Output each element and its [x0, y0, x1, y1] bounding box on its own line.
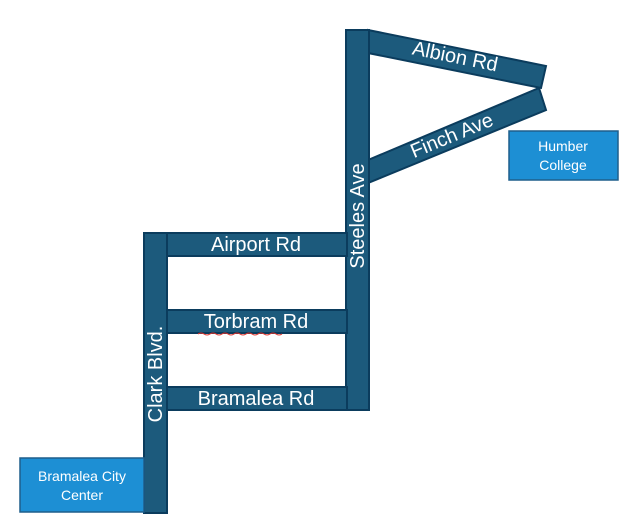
clark-blvd-label: Clark Blvd.: [145, 326, 167, 423]
bramalea-city-center-box: [19, 457, 145, 513]
airport-rd-label: Airport Rd: [211, 234, 301, 256]
bramalea-city-center-label-line1: Bramalea City: [38, 468, 126, 484]
spellcheck-underline: [197, 332, 283, 336]
humber-college-label-line2: College: [539, 157, 587, 173]
bramalea-city-center-label-line2: Center: [61, 487, 103, 503]
steeles-ave-road: [345, 29, 370, 411]
humber-college-box: [508, 130, 619, 181]
torbram-rd-label: Torbram Rd: [204, 311, 308, 333]
steeles-ave-label: Steeles Ave: [347, 163, 369, 268]
humber-college-label-line1: Humber: [538, 138, 588, 154]
bramalea-rd-label: Bramalea Rd: [198, 388, 315, 410]
clark-blvd-road: [143, 232, 168, 514]
